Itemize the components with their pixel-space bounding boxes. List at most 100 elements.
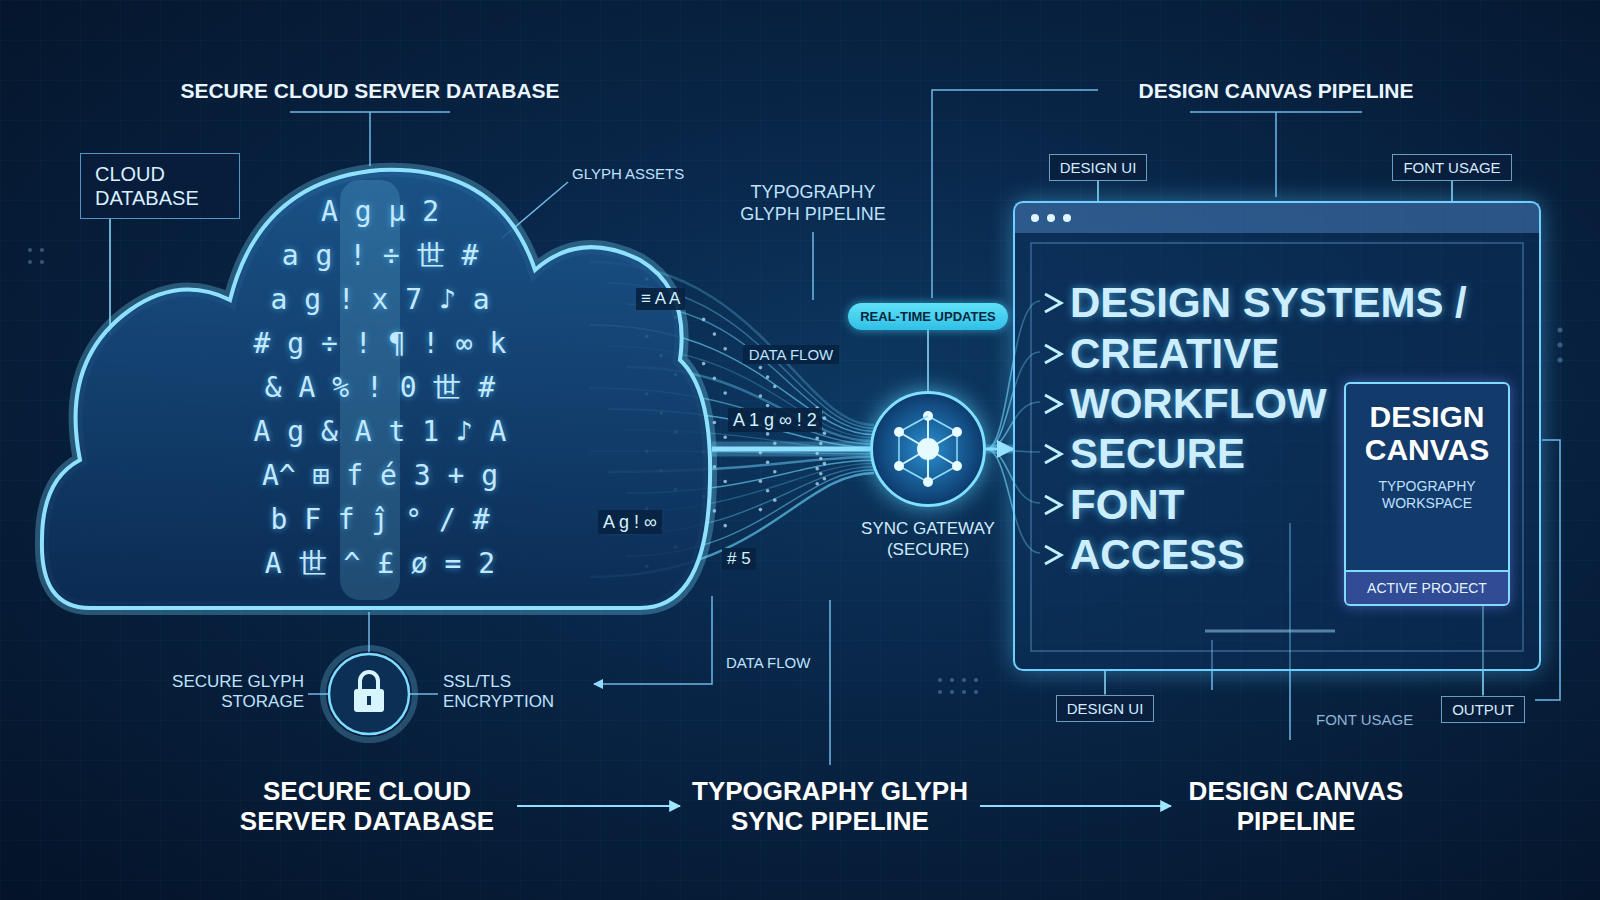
section-heading: DESIGN CANVAS PIPELINE: [1139, 78, 1414, 103]
decor-stroke: [894, 461, 904, 471]
decor-stroke: [766, 432, 770, 436]
headline-word: DESIGN SYSTEMS /: [1070, 281, 1467, 325]
headline-word: CREATIVE: [1070, 332, 1279, 376]
tag-text: DESIGN UI: [1060, 159, 1137, 176]
connector: [712, 449, 870, 450]
glyph-row: b F f ĵ ° / #: [270, 504, 489, 536]
decor-stroke: [1205, 630, 1335, 633]
glyph-row: A 世 ^ £ ø = 2: [265, 548, 495, 580]
connector: [1098, 181, 1099, 202]
glyph-row: A^ ⊞ f é 3 + g: [262, 460, 498, 492]
decor-stroke: [723, 435, 727, 439]
decor-stroke: [702, 362, 706, 366]
glyph-row: & A % ! 0 世 #: [265, 372, 495, 404]
connector: [928, 330, 929, 392]
decor-stroke: [823, 432, 827, 436]
connector-line: [1451, 181, 1453, 202]
glyph-row: A g & A t 1 ♪ A: [254, 416, 507, 448]
sync-gateway-hub: SYNC GATEWAY (SECURE): [870, 391, 986, 507]
flow-stage: SECURE CLOUD SERVER DATABASE: [217, 776, 517, 836]
decor-stroke: [823, 462, 827, 466]
annotation-label: FONT USAGE: [1316, 711, 1413, 729]
card-status-bar: ACTIVE PROJECT: [1346, 570, 1508, 604]
decor-stroke: [1045, 395, 1061, 413]
decor-stroke: [723, 524, 727, 528]
decor-stroke: [815, 467, 819, 471]
tag-text: OUTPUT: [1452, 701, 1514, 718]
glyph-row: a g ! ÷ 世 #: [282, 240, 479, 272]
tag-box: OUTPUT: [1441, 696, 1525, 723]
annotation-label: A g ! ∞: [598, 510, 662, 534]
network-icon: [873, 394, 983, 504]
glyph-row: A g μ 2: [321, 196, 439, 228]
database-tag: CLOUD DATABASE: [80, 153, 240, 219]
card-subtitle: TYPOGRAPHY WORKSPACE: [1346, 478, 1508, 512]
connector: [1452, 181, 1453, 202]
annotation-label: DATA FLOW: [726, 654, 810, 672]
glyph-row: a g ! x 7 ♪ a: [270, 284, 489, 316]
connector-glow: [986, 445, 1013, 454]
connector-glow: [712, 442, 870, 457]
decor-stroke: [956, 432, 958, 466]
decor-stroke: [898, 432, 900, 466]
headline-word: ACCESS: [1070, 533, 1245, 577]
decor-stroke: [759, 479, 763, 483]
annotation-label: GLYPH ASSETS: [572, 165, 684, 183]
cloud-database: A g μ 2 a g ! ÷ 世 # a g ! x 7 ♪ a # g ÷ ! ¶…: [40, 160, 712, 612]
decor-stroke: [773, 470, 777, 474]
headline-word: FONT: [1070, 483, 1184, 527]
annotation-label: # 5: [722, 548, 756, 570]
tag-text: FONT USAGE: [1403, 159, 1500, 176]
decor-stroke: [766, 489, 770, 493]
flow-stage-text: DESIGN CANVAS PIPELINE: [1171, 776, 1421, 836]
decor-stroke: [766, 460, 770, 464]
decor-stroke: [1063, 214, 1071, 222]
decor-stroke: [759, 366, 763, 370]
decor-stroke: [723, 480, 727, 484]
tag-text: DESIGN UI: [1067, 700, 1144, 717]
connector-line: [712, 447, 870, 452]
decor-stroke: [1045, 546, 1061, 564]
headline-word: WORKFLOW: [1070, 382, 1327, 426]
design-canvas-card: DESIGN CANVAS TYPOGRAPHY WORKSPACE ACTIVE …: [1344, 382, 1510, 606]
decor-stroke: [1045, 496, 1061, 514]
decor-stroke: [1045, 294, 1061, 312]
annotation-label: SECURE GLYPH STORAGE: [154, 672, 304, 712]
flow-stage: TYPOGRAPHY GLYPH SYNC PIPELINE: [680, 776, 980, 836]
connector: [1105, 671, 1106, 695]
decor-stroke: [819, 472, 823, 476]
decor-stroke: [1031, 243, 1523, 651]
decor-stroke: [1015, 203, 1539, 233]
connector-line: [517, 805, 680, 807]
decor-stroke: [815, 482, 819, 486]
status-pill: REAL-TIME UPDATES: [848, 303, 1008, 330]
card-title: DESIGN CANVAS: [1346, 384, 1508, 466]
decor-stroke: [952, 427, 962, 437]
connector-line: [927, 330, 929, 392]
flow-stage-text: TYPOGRAPHY GLYPH SYNC PIPELINE: [680, 776, 980, 836]
decor-stroke: [766, 404, 770, 408]
decor-stroke: [42, 170, 710, 608]
lock-icon: [323, 648, 415, 740]
decor-stroke: [923, 477, 933, 487]
headline-word: SECURE: [1070, 432, 1245, 476]
flow-stage-text: SECURE CLOUD SERVER DATABASE: [217, 776, 517, 836]
section-heading: SECURE CLOUD SERVER DATABASE: [180, 78, 559, 103]
glyph-row: # g ÷ ! ¶ ! ∞ k: [254, 328, 507, 360]
connector-line: [1097, 181, 1099, 202]
annotation-label: A 1 g ∞ ! 2: [728, 408, 822, 432]
decor-stroke: [917, 438, 939, 460]
tag-text: CLOUD DATABASE: [95, 162, 225, 210]
connector-line: [980, 805, 1171, 807]
decor-stroke: [894, 427, 904, 437]
decor-stroke: [759, 508, 763, 512]
tag-box: DESIGN UI: [1049, 154, 1148, 181]
connector-line: [986, 448, 1013, 451]
decor-stroke: [723, 347, 727, 351]
decor-stroke: [713, 332, 717, 336]
connector: [980, 806, 1171, 807]
annotation-label: ≡ A A: [636, 288, 685, 310]
annotation-label: TYPOGRAPHY GLYPH PIPELINE: [726, 181, 901, 225]
